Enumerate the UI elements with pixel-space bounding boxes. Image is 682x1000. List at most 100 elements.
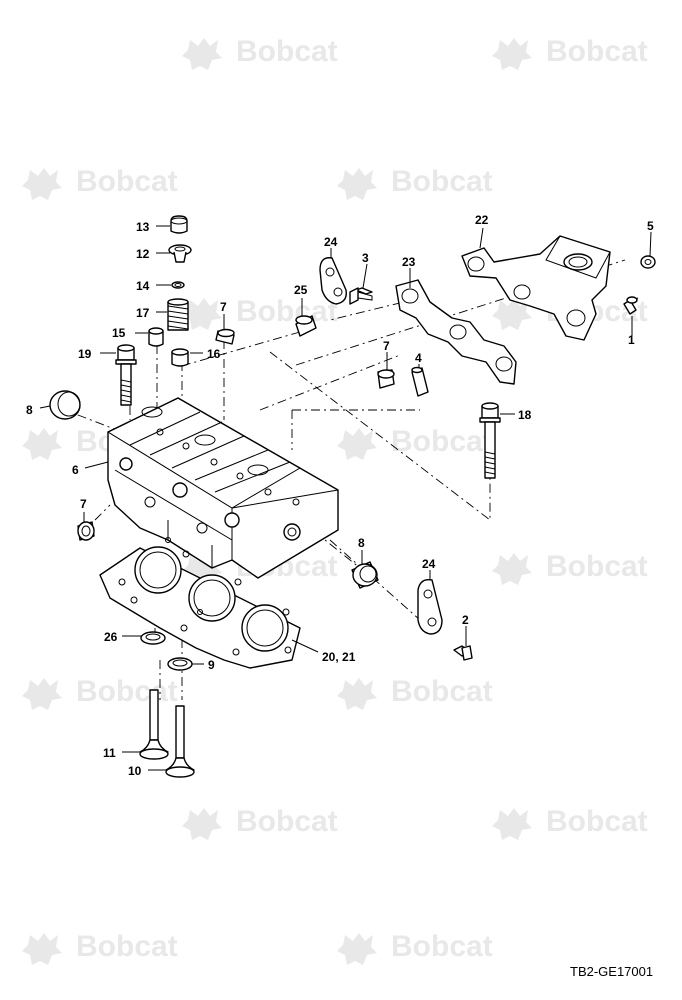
callout-20-21: 20, 21: [322, 650, 356, 664]
lifting-eye-24-upper: [319, 257, 347, 305]
cylinder-head-6: [106, 397, 339, 579]
bobcat-logo-icon: [337, 933, 377, 965]
callout-labels: 13 12 14 17 15 7 19 16 8 6 7 24 3 25 23 …: [26, 213, 654, 778]
bobcat-logo-icon: [492, 298, 532, 330]
bobcat-logo-icon: [22, 428, 62, 460]
leader-lines: [39, 225, 652, 771]
bobcat-logo-icon: [182, 808, 222, 840]
callout-5: 5: [647, 219, 654, 233]
bobcat-watermark: Bobcat: [182, 295, 338, 330]
callout-6: 6: [72, 463, 79, 477]
callout-2: 2: [462, 613, 469, 627]
callout-14: 14: [136, 279, 150, 293]
drawing-reference-number: TB2-GE17001: [570, 964, 653, 979]
bobcat-watermark: Bobcat: [337, 425, 493, 460]
callout-8-left: 8: [26, 403, 33, 417]
bobcat-logo-icon: [22, 168, 62, 200]
callout-7-top: 7: [220, 300, 227, 314]
expansion-plug-8-right: [351, 561, 379, 589]
callout-13: 13: [136, 220, 150, 234]
exhaust-manifold-22: [461, 235, 611, 341]
valve-seat-ring-9: [167, 657, 193, 671]
bobcat-watermark-text: Bobcat: [236, 35, 338, 68]
bobcat-watermark-text: Bobcat: [236, 805, 338, 838]
callout-1: 1: [628, 333, 635, 347]
exhaust-valve-10: [165, 705, 195, 778]
bobcat-watermark-text: Bobcat: [76, 675, 178, 708]
dowel-pin-4: [411, 366, 429, 397]
valve-cap-13: [170, 215, 188, 234]
bobcat-watermark-text: Bobcat: [391, 675, 493, 708]
bobcat-watermark-text: Bobcat: [391, 930, 493, 963]
bobcat-watermark-text: Bobcat: [76, 165, 178, 198]
callout-7-left: 7: [80, 497, 87, 511]
valve-retainer-12: [168, 244, 192, 263]
cup-plug-7-left: [77, 521, 95, 541]
bobcat-watermark: Bobcat: [22, 930, 178, 965]
nut-5: [640, 255, 656, 269]
callout-16: 16: [207, 347, 221, 361]
bobcat-watermark-text: Bobcat: [391, 425, 493, 458]
callout-8-right: 8: [358, 536, 365, 550]
expansion-plug-8-left: [49, 390, 81, 420]
exhaust-manifold-gasket-23: [395, 279, 517, 385]
bobcat-watermark: Bobcat: [492, 550, 648, 585]
head-gasket-20-21: [99, 537, 301, 669]
bobcat-logo-icon: [182, 298, 222, 330]
lifting-eye-24-lower: [417, 579, 443, 635]
bobcat-watermark-text: Bobcat: [546, 35, 648, 68]
callout-24-lower: 24: [422, 557, 436, 571]
bobcat-logo-icon: [337, 428, 377, 460]
callout-23: 23: [402, 255, 416, 269]
bobcat-logo-icon: [492, 38, 532, 70]
bobcat-logo-icon: [22, 678, 62, 710]
cup-plug-7-top: [215, 328, 235, 345]
callout-25: 25: [294, 283, 308, 297]
bobcat-watermark: Bobcat: [337, 930, 493, 965]
callout-18: 18: [518, 408, 532, 422]
callout-22: 22: [475, 213, 489, 227]
valve-seal-15: [148, 327, 164, 347]
callout-15: 15: [112, 326, 126, 340]
bobcat-logo-icon: [337, 168, 377, 200]
callout-7-middle: 7: [383, 339, 390, 353]
bolt-3: [349, 287, 373, 305]
callout-26: 26: [104, 630, 118, 644]
bobcat-watermark: Bobcat: [337, 165, 493, 200]
cylinder-head-bolt-19: [115, 344, 137, 406]
bobcat-watermark: Bobcat: [492, 35, 648, 70]
bobcat-watermark-text: Bobcat: [76, 930, 178, 963]
bobcat-watermark-text: Bobcat: [546, 550, 648, 583]
bobcat-watermark: Bobcat: [22, 165, 178, 200]
bobcat-watermark-text: Bobcat: [546, 805, 648, 838]
bobcat-watermark: Bobcat: [492, 805, 648, 840]
bobcat-logo-icon: [22, 933, 62, 965]
callout-10: 10: [128, 764, 142, 778]
valve-collet-14: [171, 281, 185, 289]
bobcat-watermark-text: Bobcat: [236, 295, 338, 328]
callout-3: 3: [362, 251, 369, 265]
bobcat-watermark: Bobcat: [182, 805, 338, 840]
callout-17: 17: [136, 306, 150, 320]
bobcat-logo-icon: [337, 678, 377, 710]
bolt-2: [453, 645, 473, 661]
bobcat-logo-icon: [492, 553, 532, 585]
stud-1: [623, 296, 639, 315]
callout-24-upper: 24: [324, 235, 338, 249]
spacer-25: [295, 315, 317, 337]
bolt-18: [479, 402, 501, 479]
valve-seat-ring-26: [140, 631, 166, 645]
callout-12: 12: [136, 247, 150, 261]
bobcat-watermark-text: Bobcat: [391, 165, 493, 198]
bobcat-logo-icon: [182, 38, 222, 70]
bobcat-watermark: Bobcat: [182, 35, 338, 70]
bobcat-watermark: Bobcat: [22, 675, 178, 710]
callout-11: 11: [103, 746, 116, 760]
callout-4: 4: [415, 351, 422, 365]
callout-9: 9: [208, 658, 215, 672]
valve-spring-17: [167, 298, 189, 331]
cup-plug-7-middle: [377, 369, 395, 389]
callout-19: 19: [78, 347, 92, 361]
